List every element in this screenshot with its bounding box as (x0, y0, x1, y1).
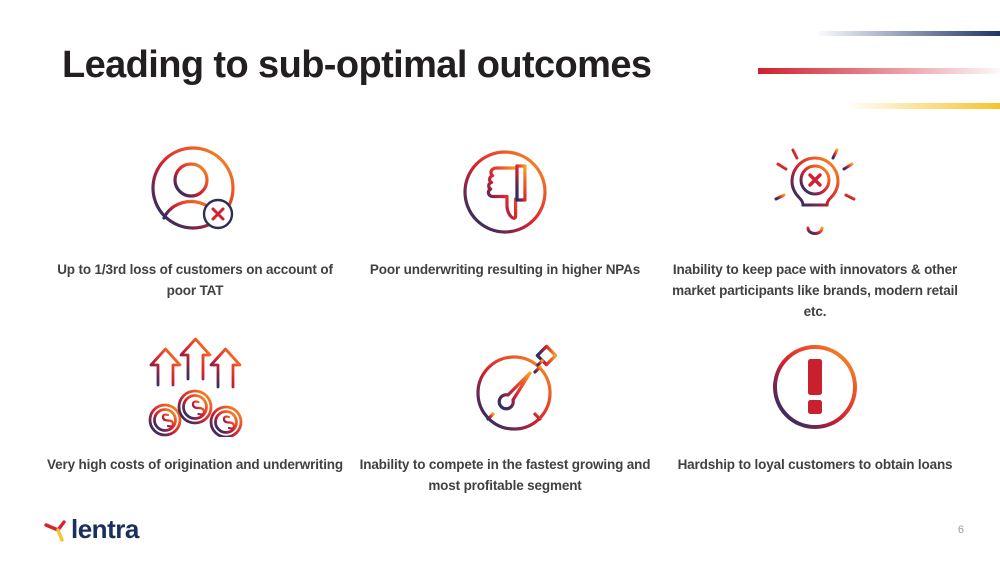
decorative-line-red (758, 68, 1000, 74)
user-error-icon (151, 146, 235, 230)
card-icon-wrapper (145, 138, 245, 246)
card-icon-wrapper (446, 333, 564, 441)
decorative-line-blue (818, 31, 1000, 36)
card-caption: Hardship to loyal customers to obtain lo… (677, 457, 953, 472)
lentra-logo-text: lentra (71, 514, 139, 544)
outcome-card: Inability to keep pace with innovators &… (660, 138, 970, 333)
stopwatch-speed-icon (446, 339, 558, 431)
page-number: 6 (957, 524, 964, 536)
card-caption: Inability to keep pace with innovators &… (672, 262, 958, 319)
outcome-card: Poor underwriting resulting in higher NP… (350, 138, 660, 333)
page-title: Leading to sub-optimal outcomes (62, 44, 652, 86)
card-icon-wrapper (455, 138, 555, 246)
rising-cost-coins-icon (148, 337, 243, 437)
card-caption: Inability to compete in the fastest grow… (359, 457, 651, 493)
exclamation-circle-icon (773, 345, 857, 429)
outcomes-grid: Up to 1/3rd loss of customers on account… (40, 138, 970, 503)
outcome-card: Very high costs of origination and under… (40, 333, 350, 503)
card-caption: Very high costs of origination and under… (47, 457, 343, 472)
outcome-card: Hardship to loyal customers to obtain lo… (660, 333, 970, 503)
thumbs-down-icon (463, 150, 547, 234)
decorative-line-yellow (848, 103, 1000, 109)
outcome-card: Inability to compete in the fastest grow… (350, 333, 660, 503)
card-icon-wrapper (765, 333, 865, 441)
lentra-logo-mark (44, 519, 66, 542)
lightbulb-error-icon (771, 142, 859, 236)
lentra-logo: lentra (44, 514, 139, 545)
card-icon-wrapper (765, 138, 865, 246)
card-caption: Poor underwriting resulting in higher NP… (369, 262, 641, 277)
card-caption: Up to 1/3rd loss of customers on account… (57, 262, 333, 298)
card-icon-wrapper (136, 333, 254, 441)
outcome-card: Up to 1/3rd loss of customers on account… (40, 138, 350, 333)
